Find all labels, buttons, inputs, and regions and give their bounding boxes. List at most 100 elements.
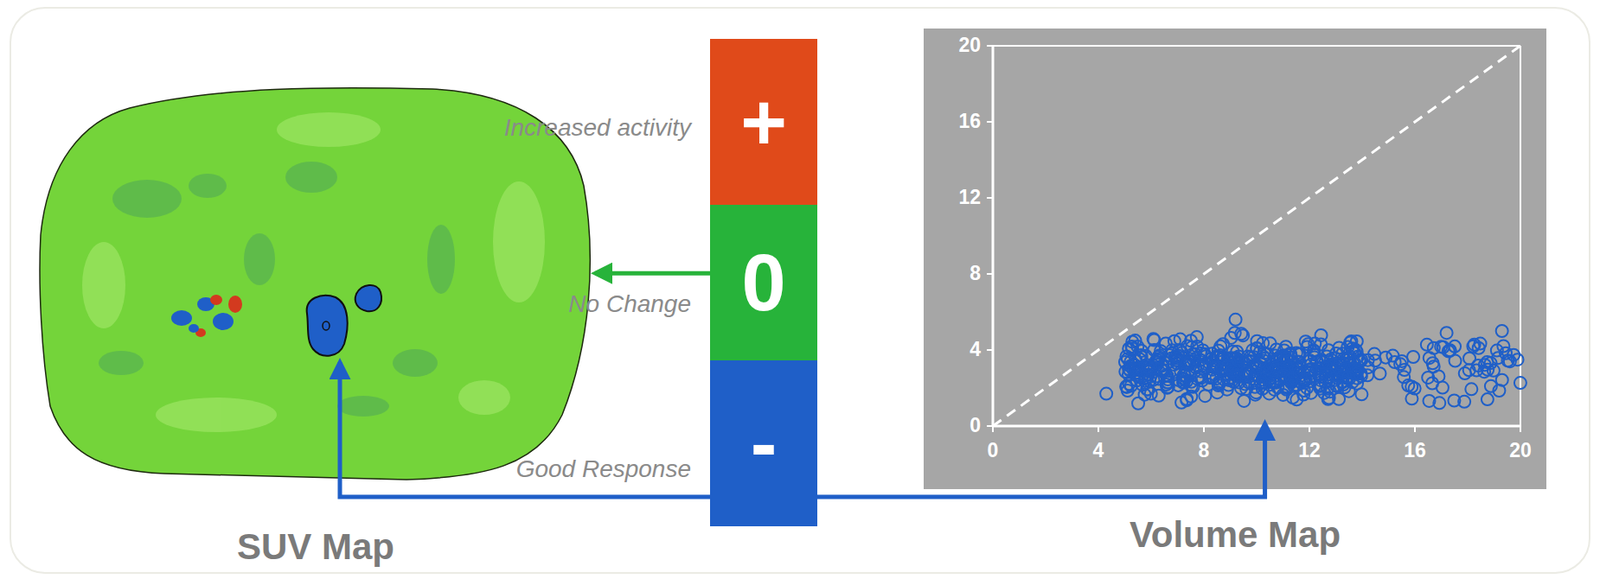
data-point bbox=[1379, 352, 1392, 365]
scale-symbol: - bbox=[750, 403, 778, 484]
data-point bbox=[1320, 350, 1333, 363]
data-point bbox=[1353, 354, 1366, 367]
data-point bbox=[1131, 340, 1144, 353]
data-point bbox=[1132, 397, 1145, 410]
scale-note: Increased activity bbox=[504, 115, 692, 142]
data-point bbox=[1184, 390, 1197, 404]
scale-note: Good Response bbox=[516, 456, 692, 484]
data-point bbox=[1254, 356, 1267, 369]
data-point bbox=[1209, 361, 1222, 374]
data-point bbox=[1237, 395, 1250, 408]
data-point bbox=[1160, 357, 1173, 370]
axis-tick: 4 bbox=[1093, 440, 1105, 462]
axis-tick: 12 bbox=[1298, 440, 1321, 462]
scale-note: No Change bbox=[568, 291, 692, 319]
data-point bbox=[1228, 326, 1242, 340]
data-point bbox=[1496, 374, 1509, 387]
panel-title: Volume Map bbox=[1129, 515, 1341, 556]
data-point bbox=[1459, 367, 1472, 380]
data-point bbox=[1355, 388, 1368, 401]
data-point bbox=[1321, 383, 1334, 396]
data-point bbox=[1140, 384, 1153, 397]
data-point bbox=[1491, 345, 1504, 358]
scatter-plot bbox=[923, 28, 1547, 490]
data-point bbox=[1271, 381, 1284, 394]
data-point bbox=[1449, 355, 1462, 368]
data-point bbox=[1250, 335, 1263, 348]
data-point bbox=[1504, 355, 1517, 368]
data-point bbox=[1407, 351, 1420, 364]
data-point bbox=[1127, 358, 1140, 372]
data-point bbox=[1496, 325, 1509, 338]
data-point bbox=[1229, 313, 1242, 327]
data-point bbox=[1463, 352, 1476, 365]
data-point bbox=[1440, 326, 1453, 340]
axis-tick: 4 bbox=[969, 339, 981, 361]
data-point bbox=[1422, 395, 1435, 408]
axis-tick: 8 bbox=[969, 262, 981, 285]
data-point bbox=[1465, 383, 1478, 396]
scale-symbol: 0 bbox=[741, 243, 786, 323]
data-point bbox=[1158, 364, 1171, 378]
data-point bbox=[1292, 367, 1306, 380]
data-point bbox=[1226, 364, 1239, 378]
axis-tick: 16 bbox=[1403, 440, 1427, 462]
axis-tick: 0 bbox=[969, 415, 981, 437]
data-point bbox=[1254, 377, 1268, 390]
data-point bbox=[1398, 364, 1411, 377]
outer-frame bbox=[10, 7, 1590, 574]
suv-map: SUV Map bbox=[34, 77, 597, 571]
data-point bbox=[1100, 388, 1113, 401]
suv-map-image bbox=[39, 88, 590, 480]
axis-tick: 12 bbox=[958, 186, 981, 209]
data-point bbox=[1307, 348, 1320, 361]
data-point bbox=[1332, 393, 1345, 406]
data-point bbox=[1342, 371, 1355, 384]
axis-tick: 0 bbox=[987, 440, 999, 462]
data-point bbox=[1514, 377, 1527, 390]
data-point bbox=[1286, 391, 1300, 404]
data-point bbox=[1278, 344, 1291, 357]
data-point bbox=[1235, 382, 1248, 395]
data-point bbox=[1436, 382, 1449, 395]
data-point bbox=[1184, 334, 1197, 347]
arrow-connector bbox=[595, 271, 711, 276]
no-change-box: 0 bbox=[710, 204, 818, 361]
data-point bbox=[1190, 372, 1204, 385]
data-point bbox=[1129, 367, 1142, 380]
scale-symbol: + bbox=[740, 82, 788, 162]
data-point bbox=[1315, 329, 1328, 342]
data-point bbox=[1122, 343, 1135, 356]
axis-tick: 20 bbox=[958, 34, 981, 57]
data-point bbox=[1142, 361, 1155, 374]
data-point bbox=[1481, 393, 1494, 406]
data-point bbox=[1181, 357, 1194, 370]
data-point bbox=[1198, 390, 1211, 403]
data-point bbox=[1427, 357, 1440, 370]
data-point bbox=[1163, 349, 1176, 362]
data-point bbox=[1248, 389, 1261, 402]
panel-title: SUV Map bbox=[236, 527, 395, 568]
data-point bbox=[1350, 368, 1363, 381]
data-point bbox=[1120, 381, 1133, 394]
data-point bbox=[1264, 337, 1277, 350]
data-point bbox=[1373, 367, 1386, 380]
decrease-box: - bbox=[710, 360, 818, 527]
axis-tick: 16 bbox=[958, 110, 981, 133]
data-point bbox=[1420, 339, 1434, 352]
volume-map: Volume Map bbox=[923, 28, 1547, 571]
data-point bbox=[1314, 380, 1327, 393]
axis-tick: 8 bbox=[1198, 440, 1210, 462]
axis-tick: 20 bbox=[1509, 440, 1532, 462]
data-point bbox=[1405, 392, 1418, 405]
data-point bbox=[1478, 365, 1491, 378]
data-point bbox=[1239, 367, 1252, 380]
data-point bbox=[1147, 332, 1160, 346]
data-point bbox=[1277, 369, 1290, 382]
data-point bbox=[1210, 350, 1223, 363]
data-point bbox=[1323, 368, 1336, 381]
data-point bbox=[1368, 348, 1381, 361]
data-point bbox=[1458, 396, 1471, 409]
data-point bbox=[1472, 342, 1485, 355]
